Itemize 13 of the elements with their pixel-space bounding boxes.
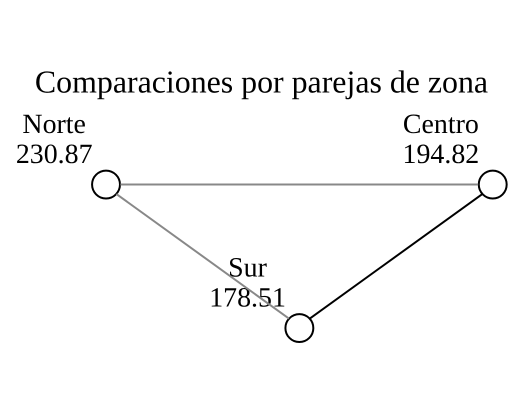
node-label: Norte <box>22 109 86 140</box>
connector <box>116 193 290 320</box>
node-label: 178.51 <box>209 282 286 314</box>
diagram-title: Comparaciones por parejas de zona <box>34 64 488 100</box>
node-label: 194.82 <box>402 139 480 170</box>
connector <box>309 193 483 320</box>
node-circle <box>478 170 508 200</box>
node-circle <box>91 170 121 200</box>
node-circle <box>284 313 314 344</box>
node-label: Sur <box>228 252 267 284</box>
node-label: 230.87 <box>16 139 93 170</box>
connector <box>120 184 478 186</box>
node-label: Centro <box>402 109 479 140</box>
